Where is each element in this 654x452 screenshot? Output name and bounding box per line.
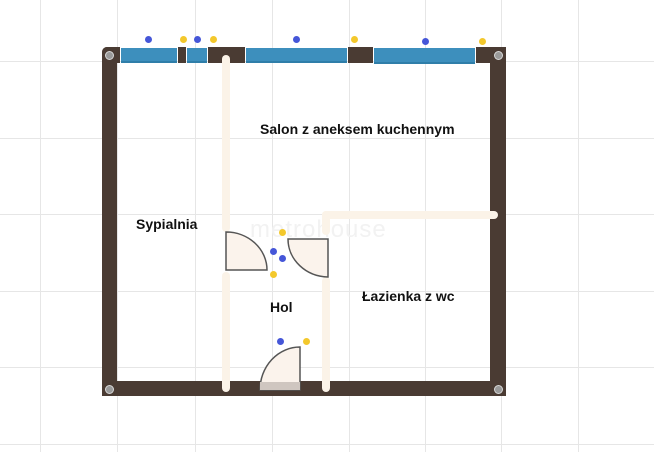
inner-wall-vertical xyxy=(322,277,330,392)
grid-line xyxy=(425,0,426,452)
grid-line xyxy=(0,138,654,139)
wall-top-segment xyxy=(178,47,186,63)
door-sypialnia xyxy=(225,231,268,271)
wall-top-segment xyxy=(348,47,373,63)
marker-yellow xyxy=(279,229,286,236)
corner-node xyxy=(105,51,114,60)
marker-blue xyxy=(270,248,277,255)
room-label-sypialnia: Sypialnia xyxy=(136,216,198,232)
corner-node xyxy=(494,385,503,394)
marker-blue xyxy=(279,255,286,262)
door-lazienka xyxy=(287,238,329,278)
room-label-salon: Salon z aneksem kuchennym xyxy=(260,121,455,137)
grid-line xyxy=(349,0,350,452)
marker-yellow xyxy=(479,38,486,45)
window xyxy=(374,48,475,64)
grid-line xyxy=(195,0,196,452)
marker-blue xyxy=(293,36,300,43)
window xyxy=(246,48,347,63)
inner-wall-horizontal xyxy=(322,211,498,219)
marker-yellow xyxy=(270,271,277,278)
door-threshold xyxy=(260,382,300,390)
window xyxy=(187,48,207,63)
inner-wall-vertical xyxy=(222,272,230,392)
marker-blue xyxy=(277,338,284,345)
room-label-lazienka: Łazienka z wc xyxy=(362,288,455,304)
window xyxy=(121,48,177,63)
grid-line xyxy=(272,0,273,452)
marker-yellow xyxy=(210,36,217,43)
inner-wall-vertical xyxy=(222,55,230,232)
wall-right xyxy=(490,47,506,396)
marker-blue xyxy=(422,38,429,45)
corner-node xyxy=(494,51,503,60)
grid-line xyxy=(0,444,654,445)
grid-line xyxy=(578,0,579,452)
marker-yellow xyxy=(180,36,187,43)
grid-line xyxy=(40,0,41,452)
room-label-hol: Hol xyxy=(270,299,293,315)
marker-yellow xyxy=(303,338,310,345)
corner-node xyxy=(105,385,114,394)
wall-bottom xyxy=(102,381,506,396)
inner-wall-vertical xyxy=(322,211,330,235)
marker-yellow xyxy=(351,36,358,43)
wall-left xyxy=(102,47,117,396)
marker-blue xyxy=(145,36,152,43)
grid-line xyxy=(117,0,118,452)
marker-blue xyxy=(194,36,201,43)
